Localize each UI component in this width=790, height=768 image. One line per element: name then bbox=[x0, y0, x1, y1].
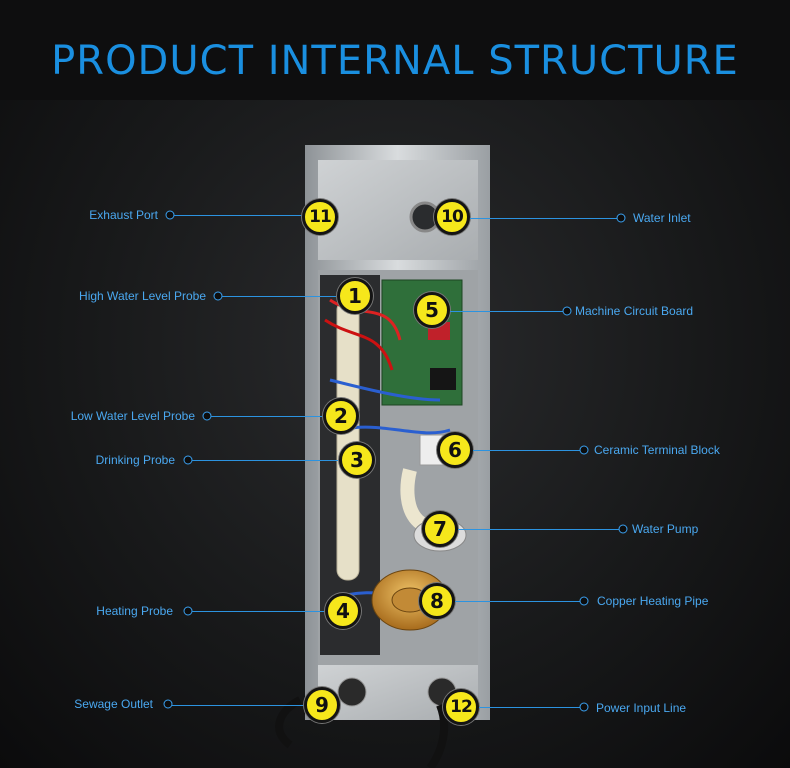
leader-line bbox=[174, 215, 304, 216]
badge-1: 1 bbox=[337, 278, 373, 314]
label-power-input-line: Power Input Line bbox=[596, 701, 687, 715]
leader-line bbox=[455, 601, 581, 602]
label-heating-probe: Heating Probe bbox=[96, 604, 173, 618]
label-machine-circuit-board: Machine Circuit Board bbox=[575, 304, 694, 318]
leader-line bbox=[172, 705, 304, 706]
callout-dot bbox=[579, 702, 589, 712]
badge-10: 10 bbox=[434, 199, 470, 235]
badge-5: 5 bbox=[414, 292, 450, 328]
badge-8: 8 bbox=[419, 583, 455, 619]
label-low-water-level-probe: Low Water Level Probe bbox=[70, 409, 195, 423]
leader-line bbox=[192, 460, 338, 461]
badge-7: 7 bbox=[422, 511, 458, 547]
callout-dot bbox=[562, 306, 572, 316]
callout-dot bbox=[579, 596, 589, 606]
leader-line bbox=[211, 416, 323, 417]
leader-line bbox=[479, 707, 581, 708]
label-copper-heating-pipe: Copper Heating Pipe bbox=[597, 594, 709, 608]
title-bar bbox=[0, 0, 790, 100]
label-drinking-probe: Drinking Probe bbox=[95, 453, 175, 467]
leader-line bbox=[450, 311, 563, 312]
label-exhaust-port: Exhaust Port bbox=[89, 208, 158, 222]
label-sewage-outlet: Sewage Outlet bbox=[74, 697, 153, 711]
badge-6: 6 bbox=[437, 432, 473, 468]
leader-line bbox=[470, 218, 617, 219]
badge-11: 11 bbox=[302, 199, 338, 235]
badge-3: 3 bbox=[339, 442, 375, 478]
page-title: PRODUCT INTERNAL STRUCTURE bbox=[51, 38, 739, 84]
badge-2: 2 bbox=[323, 398, 359, 434]
label-ceramic-terminal-block: Ceramic Terminal Block bbox=[594, 443, 720, 457]
label-high-water-level-probe: High Water Level Probe bbox=[79, 289, 206, 303]
label-water-inlet: Water Inlet bbox=[633, 211, 691, 225]
callout-dot bbox=[618, 524, 628, 534]
callout-dot bbox=[579, 445, 589, 455]
leader-line bbox=[458, 529, 620, 530]
label-water-pump: Water Pump bbox=[632, 522, 699, 536]
callout-dot bbox=[163, 699, 173, 709]
badge-4: 4 bbox=[325, 593, 361, 629]
callout-dot bbox=[616, 213, 626, 223]
leader-line bbox=[473, 450, 581, 451]
leader-line bbox=[192, 611, 325, 612]
leader-line bbox=[222, 296, 336, 297]
badge-9: 9 bbox=[304, 687, 340, 723]
badge-12: 12 bbox=[443, 689, 479, 725]
